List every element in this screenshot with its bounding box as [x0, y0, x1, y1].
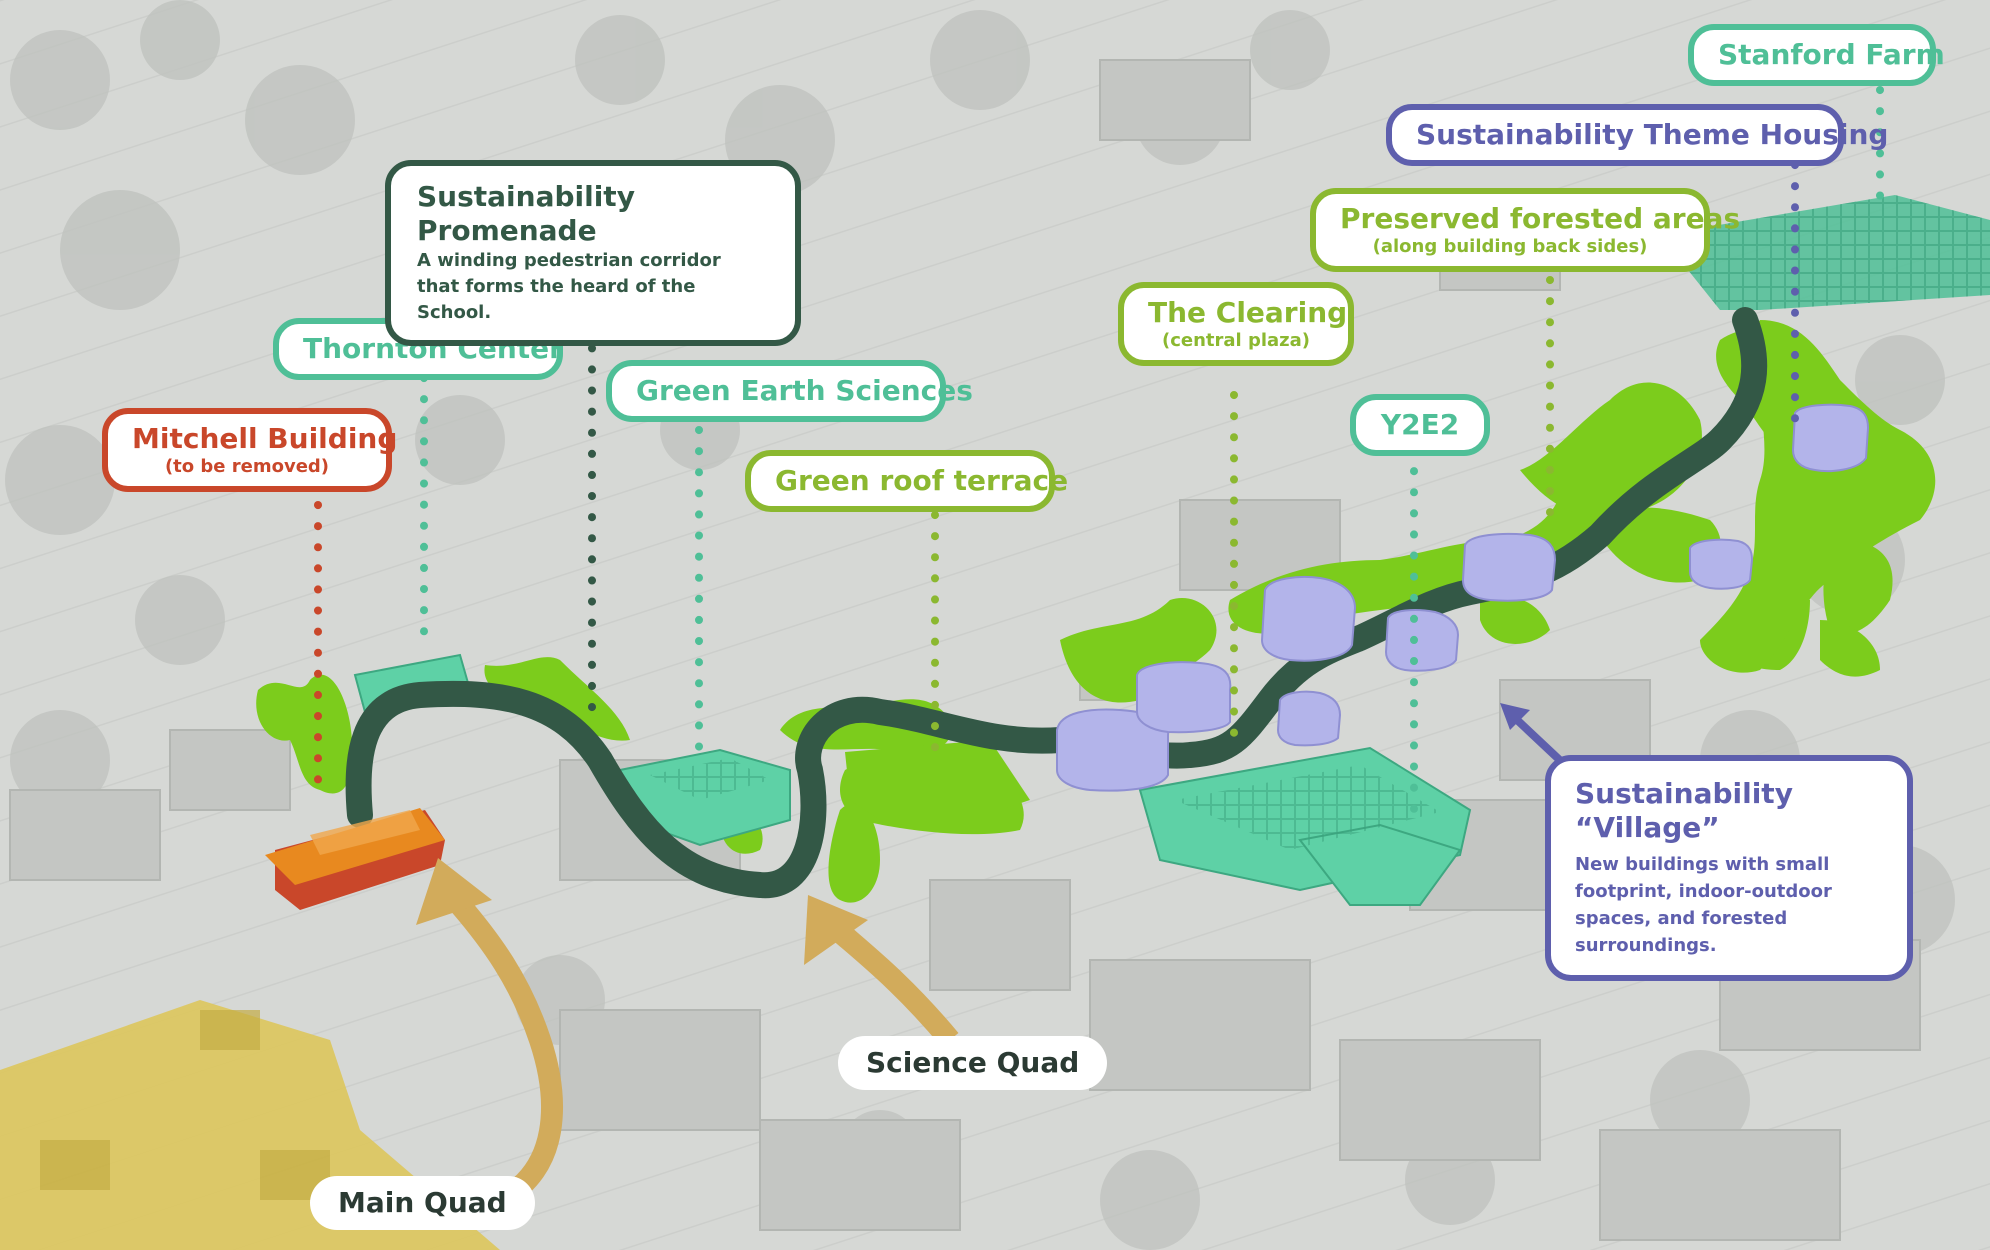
green-earth-title: Green Earth Sciences [636, 374, 973, 407]
label-y2e2: Y2E2 [1350, 394, 1490, 456]
promenade-title: Sustainability Promenade [417, 180, 635, 247]
village-title: Sustainability “Village” [1575, 777, 1793, 844]
mitchell-building [265, 808, 445, 910]
leader-lines [314, 86, 1884, 819]
arrows [416, 703, 1568, 1210]
tree-canopy-texture [5, 0, 1955, 1250]
label-green-earth-sciences: Green Earth Sciences [606, 360, 973, 422]
village-buildings [1056, 403, 1870, 792]
label-sustainability-theme-housing: Sustainability Theme Housing [1386, 104, 1889, 166]
mitchell-title: Mitchell Building [132, 422, 398, 455]
label-sustainability-village: Sustainability “Village” New buildings w… [1545, 755, 1913, 981]
green-roof-terrace-area [845, 740, 1030, 820]
clearing-title: The Clearing [1148, 296, 1348, 329]
preserved-subtitle: (along building back sides) [1372, 236, 1648, 257]
green-roof-title: Green roof terrace [775, 464, 1069, 497]
label-main-quad: Main Quad [310, 1176, 535, 1230]
mitchell-subtitle: (to be removed) [164, 456, 330, 477]
y2e2-title: Y2E2 [1380, 408, 1460, 441]
clearing-subtitle: (central plaza) [1161, 330, 1311, 351]
label-science-quad: Science Quad [838, 1036, 1108, 1090]
promenade-description: A winding pedestrian corridor that forms… [417, 250, 721, 323]
farm-title: Stanford Farm [1718, 38, 1945, 71]
label-mitchell-building: Mitchell Building (to be removed) [102, 408, 398, 492]
label-sustainability-promenade: Sustainability Promenade A winding pedes… [385, 160, 801, 346]
label-green-roof-terrace: Green roof terrace [745, 450, 1069, 512]
preserved-title: Preserved forested areas [1340, 202, 1741, 235]
theme-housing-title: Sustainability Theme Housing [1416, 118, 1889, 151]
label-the-clearing: The Clearing (central plaza) [1118, 282, 1354, 366]
label-stanford-farm: Stanford Farm [1688, 24, 1945, 86]
label-preserved-forested-areas: Preserved forested areas (along building… [1310, 188, 1741, 272]
village-description: New buildings with small footprint, indo… [1575, 854, 1832, 956]
